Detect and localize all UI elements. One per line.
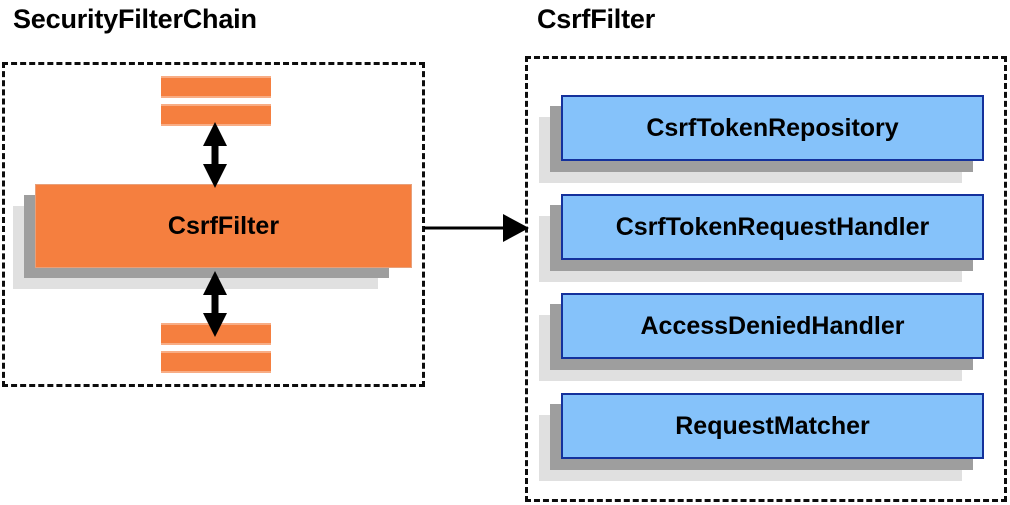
collaborator-box-requestmatcher[interactable]: RequestMatcher: [539, 393, 999, 481]
csrffilter-box-label: CsrfFilter: [35, 184, 412, 268]
collaborator-label: AccessDeniedHandler: [561, 293, 984, 359]
filter-bar-above-1: [161, 76, 271, 98]
collaborator-label: CsrfTokenRequestHandler: [561, 194, 984, 260]
panel-title-securityfilterchain: SecurityFilterChain: [13, 4, 257, 34]
connector-panel-link-arrow: [424, 214, 529, 242]
filter-bar-below-1: [161, 323, 271, 345]
collaborator-box-csrftokenrepository[interactable]: CsrfTokenRepository: [539, 95, 999, 183]
filter-bar-below-2: [161, 351, 271, 373]
group-box-securityfilterchain: [2, 62, 425, 387]
collaborator-box-csrftokenrequesthandler[interactable]: CsrfTokenRequestHandler: [539, 194, 999, 282]
csrffilter-box[interactable]: CsrfFilter: [13, 184, 421, 289]
panel-title-csrffilter: CsrfFilter: [537, 4, 656, 34]
collaborator-label: RequestMatcher: [561, 393, 984, 459]
group-box-csrffilter: [525, 56, 1007, 502]
filter-bar-above-2: [161, 104, 271, 126]
collaborator-label: CsrfTokenRepository: [561, 95, 984, 161]
collaborator-box-accessdeniedhandler[interactable]: AccessDeniedHandler: [539, 293, 999, 381]
